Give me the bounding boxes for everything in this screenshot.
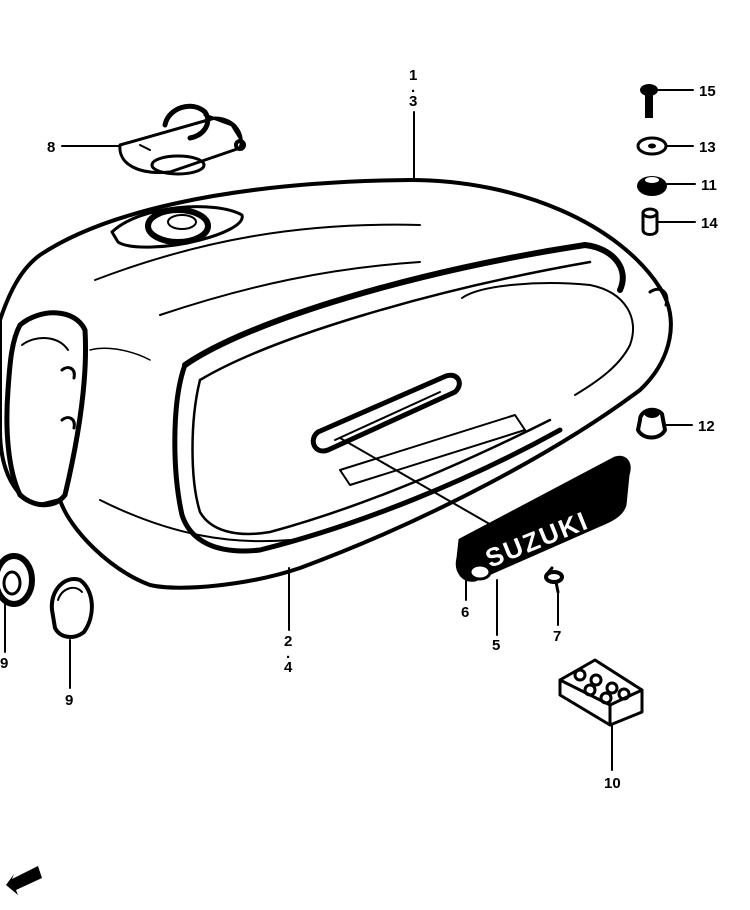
grommet (637, 176, 667, 196)
tank-side-bracket (310, 372, 462, 454)
label-part-5: 5 (492, 637, 500, 654)
washer (636, 136, 668, 156)
label-part-2: 2 (284, 633, 292, 650)
label-part-3: 3 (409, 93, 417, 110)
cushion-right (49, 577, 94, 639)
rubber-block (558, 658, 644, 727)
label-separator-2-4: . (286, 645, 290, 662)
part-labels: 1 . 3 8 2 . 4 6 5 7 9 9 10 15 13 11 14 1… (0, 67, 718, 792)
direction-arrow-icon (6, 866, 42, 895)
label-part-13: 13 (699, 139, 716, 156)
label-part-1: 1 (409, 67, 417, 84)
fuel-cap-assembly (118, 103, 246, 176)
emblem-screw (544, 566, 564, 594)
label-part-9-right: 9 (65, 692, 73, 709)
label-part-8: 8 (47, 139, 55, 156)
collar (641, 207, 659, 236)
label-part-9-left: 9 (0, 655, 8, 672)
label-part-10: 10 (604, 775, 621, 792)
bolt (640, 84, 658, 118)
label-part-4: 4 (284, 659, 293, 676)
leader-lines (4, 89, 696, 771)
rubber-mount (636, 407, 667, 440)
tank-filler-cap (110, 205, 244, 249)
label-part-14: 14 (701, 215, 718, 232)
cushion-left (0, 553, 35, 607)
label-part-7: 7 (553, 628, 561, 645)
fuel-tank (0, 178, 673, 590)
label-part-12: 12 (698, 418, 715, 435)
label-separator-1-3: . (411, 79, 415, 96)
label-part-15: 15 (699, 83, 716, 100)
label-part-6: 6 (461, 604, 469, 621)
label-part-11: 11 (701, 177, 717, 194)
suzuki-emblem: SUZUKI (455, 455, 631, 582)
